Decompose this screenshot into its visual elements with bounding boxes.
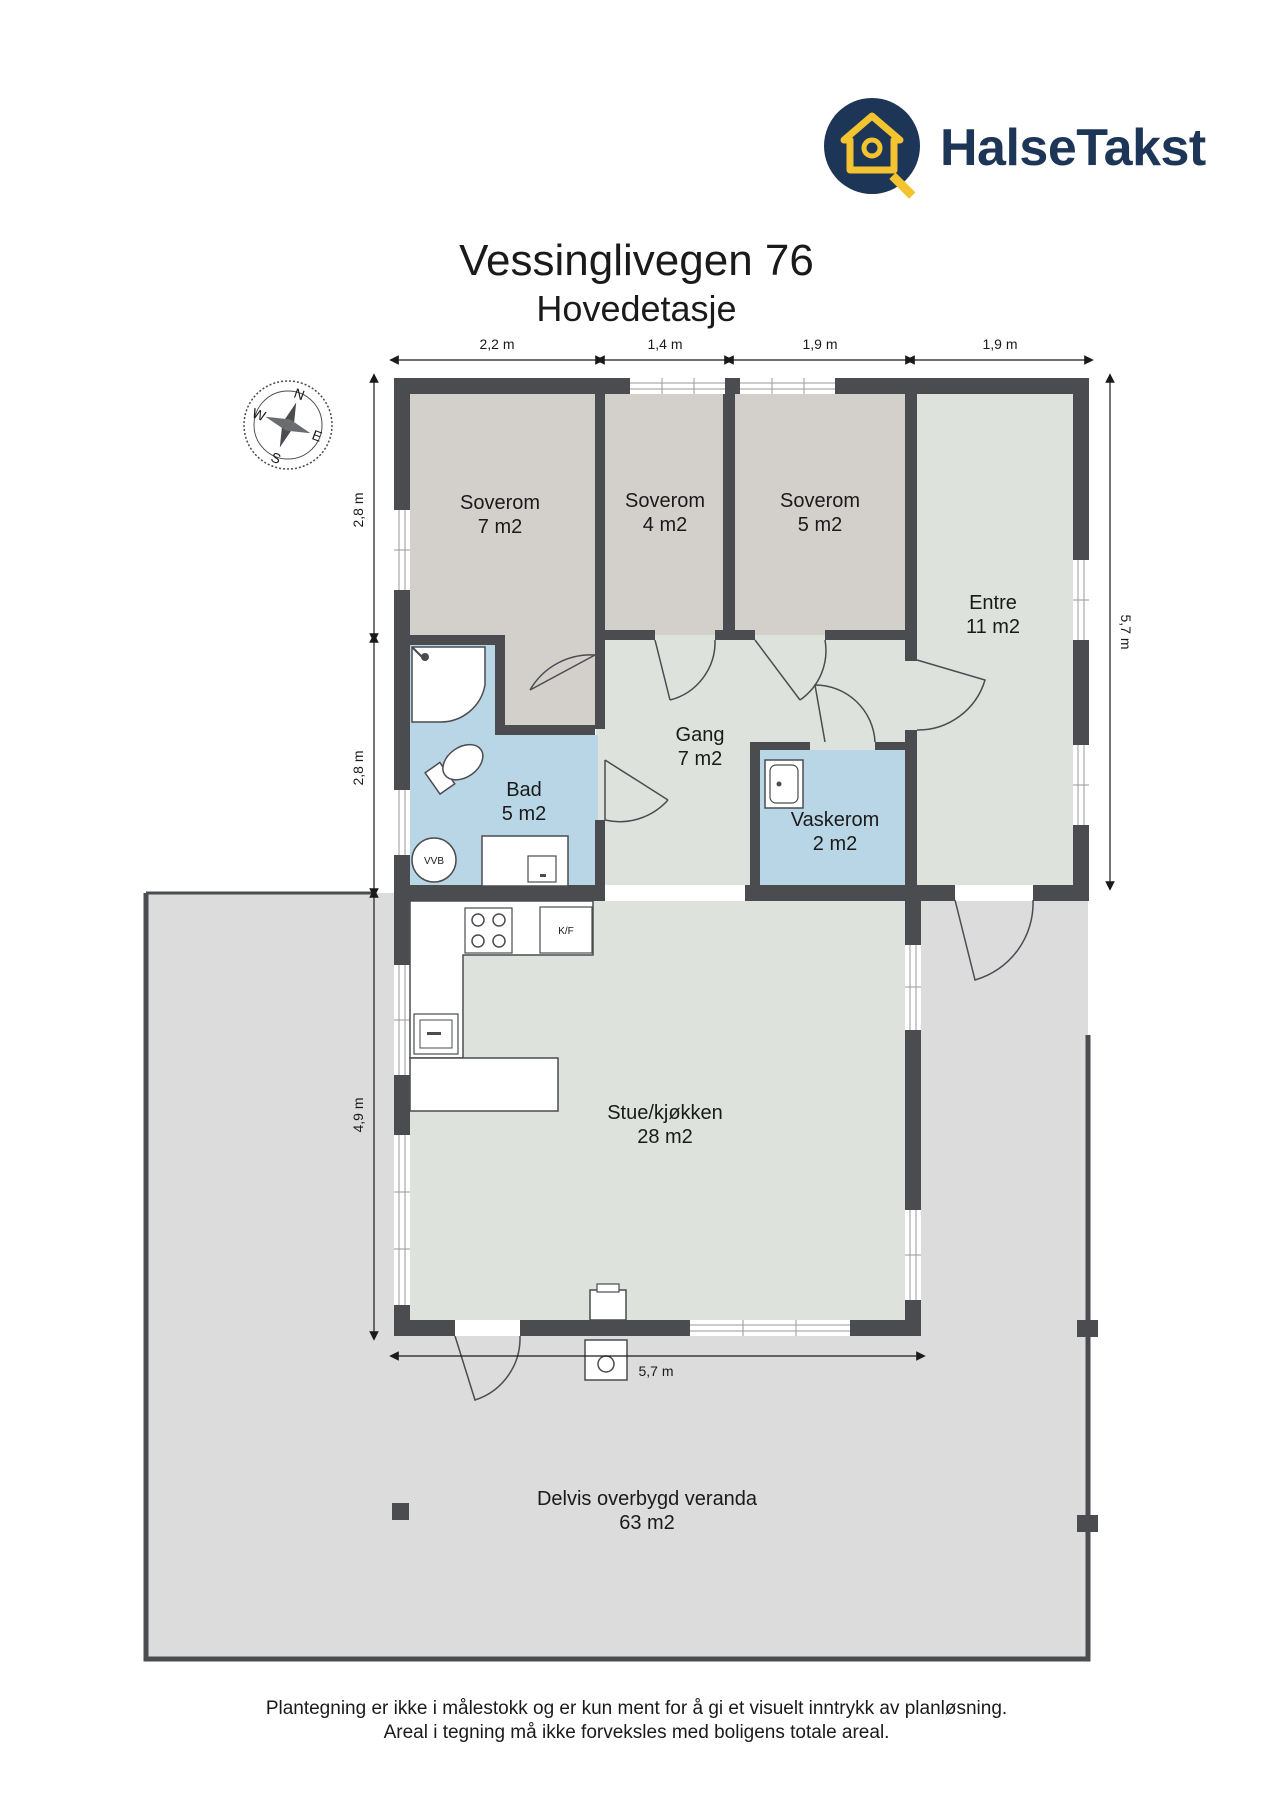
- room-area: 7 m2: [678, 748, 722, 770]
- house-search-logo-icon: [824, 98, 920, 199]
- disclaimer-line-2: Areal i tegning må ikke forveksles med b…: [383, 1722, 890, 1743]
- room-name: Stue/kjøkken: [607, 1102, 723, 1124]
- page-subtitle: Hovedetasje: [536, 288, 737, 329]
- veranda-post: [392, 1503, 409, 1520]
- dim-top-2: 1,4 m: [647, 336, 682, 352]
- room-area: 5 m2: [502, 803, 546, 825]
- room-name: Delvis overbygd veranda: [537, 1488, 758, 1510]
- room-area: 63 m2: [619, 1512, 675, 1534]
- entre-floor: [915, 394, 1073, 886]
- disclaimer-line-1: Plantegning er ikke i målestokk og er ku…: [265, 1698, 1008, 1719]
- bedroom-3-floor: [735, 394, 905, 635]
- room-name: Soverom: [780, 490, 860, 512]
- room-name: Vaskerom: [791, 809, 880, 831]
- veranda-post: [1077, 1515, 1098, 1532]
- room-name: Gang: [676, 724, 725, 746]
- veranda-post: [1077, 1320, 1098, 1337]
- room-labels: Soverom 7 m2 Soverom 4 m2 Soverom 5 m2 E…: [460, 490, 1020, 1534]
- dim-top-3: 1,9 m: [802, 336, 837, 352]
- dim-left-3: 4,9 m: [350, 1097, 366, 1132]
- page-title: Vessinglivegen 76: [459, 236, 814, 285]
- compass-icon: N E S W: [243, 380, 333, 470]
- bedroom-2-floor: [605, 394, 723, 635]
- wood-stove-icon: [589, 1283, 627, 1321]
- compass-w: W: [250, 405, 269, 425]
- disclaimer: Plantegning er ikke i målestokk og er ku…: [0, 1697, 1273, 1745]
- fridge-label: K/F: [558, 926, 574, 937]
- stove-icon: [464, 907, 513, 954]
- shower: [411, 646, 486, 723]
- room-area: 11 m2: [966, 616, 1020, 638]
- dimension-lines: [369, 355, 1115, 1361]
- room-area: 7 m2: [478, 516, 522, 538]
- bath-fixtures: VVB: [411, 646, 569, 887]
- room-name: Soverom: [460, 492, 540, 514]
- brand-name: HalseTakst: [940, 119, 1206, 177]
- room-area: 4 m2: [643, 514, 687, 536]
- toilet-icon: [424, 743, 484, 796]
- dim-left-1: 2,8 m: [350, 492, 366, 527]
- door-swings: [454, 639, 1034, 1401]
- dim-right: 5,7 m: [1118, 614, 1134, 649]
- room-area: 5 m2: [798, 514, 842, 536]
- room-name: Entre: [969, 592, 1017, 614]
- dim-top-1: 2,2 m: [479, 336, 514, 352]
- dim-top-4: 1,9 m: [982, 336, 1017, 352]
- room-area: 28 m2: [637, 1126, 693, 1148]
- brand-logo: HalseTakst: [822, 96, 1242, 208]
- water-heater-label: VVB: [424, 856, 444, 867]
- kitchen: K/F: [409, 900, 594, 1112]
- room-name: Bad: [506, 779, 542, 801]
- room-area: 2 m2: [813, 833, 857, 855]
- bedroom-1-floor: [410, 394, 595, 635]
- laundry-sink-icon: [764, 759, 804, 809]
- dim-bottom: 5,7 m: [638, 1363, 673, 1379]
- fridge-icon: [539, 906, 593, 954]
- dim-left-2: 2,8 m: [350, 750, 366, 785]
- water-heater-icon: [411, 837, 457, 883]
- outdoor-grill-icon: [584, 1339, 628, 1381]
- room-name: Soverom: [625, 490, 705, 512]
